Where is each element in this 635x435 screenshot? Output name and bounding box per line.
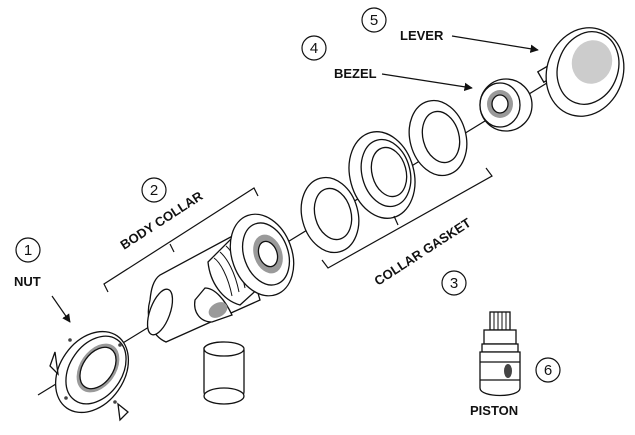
label-bezel: BEZEL	[334, 66, 377, 81]
collar-gasket-3	[408, 99, 468, 177]
callout-circle-5	[361, 7, 387, 33]
lever-part	[536, 27, 625, 117]
bezel-part	[479, 78, 533, 132]
callout-number-3: 3	[450, 275, 458, 292]
callout-number-5: 5	[370, 12, 378, 29]
callout-circle-2	[141, 177, 167, 203]
callout-circle-3	[441, 270, 467, 296]
collar-gasket-bracket	[321, 167, 493, 269]
collar-gasket-1	[300, 176, 360, 254]
bezel-leader	[381, 73, 473, 91]
body-collar-part	[146, 213, 295, 343]
callout-number-1: 1	[24, 242, 32, 259]
label-collar-gasket: COLLAR GASKET	[371, 215, 473, 289]
collar-gasket-2	[348, 131, 416, 219]
lever-leader	[451, 35, 539, 53]
label-lever: LEVER	[400, 28, 444, 43]
nut-leader	[51, 295, 71, 323]
label-piston: PISTON	[470, 403, 518, 418]
piston-part	[479, 311, 521, 397]
label-body-collar: BODY COLLAR	[117, 188, 205, 253]
callout-circle-4	[301, 35, 327, 61]
callout-number-4: 4	[310, 40, 318, 57]
callout-circle-6	[535, 357, 561, 383]
nut-part	[49, 330, 130, 422]
assembly-axis	[37, 74, 561, 396]
callout-number-6: 6	[544, 362, 552, 379]
body-collar-bracket	[103, 187, 259, 293]
callout-number-2: 2	[150, 182, 158, 199]
spout-tube-part	[203, 341, 245, 405]
label-nut: NUT	[14, 274, 41, 289]
callout-circle-1	[15, 237, 41, 263]
